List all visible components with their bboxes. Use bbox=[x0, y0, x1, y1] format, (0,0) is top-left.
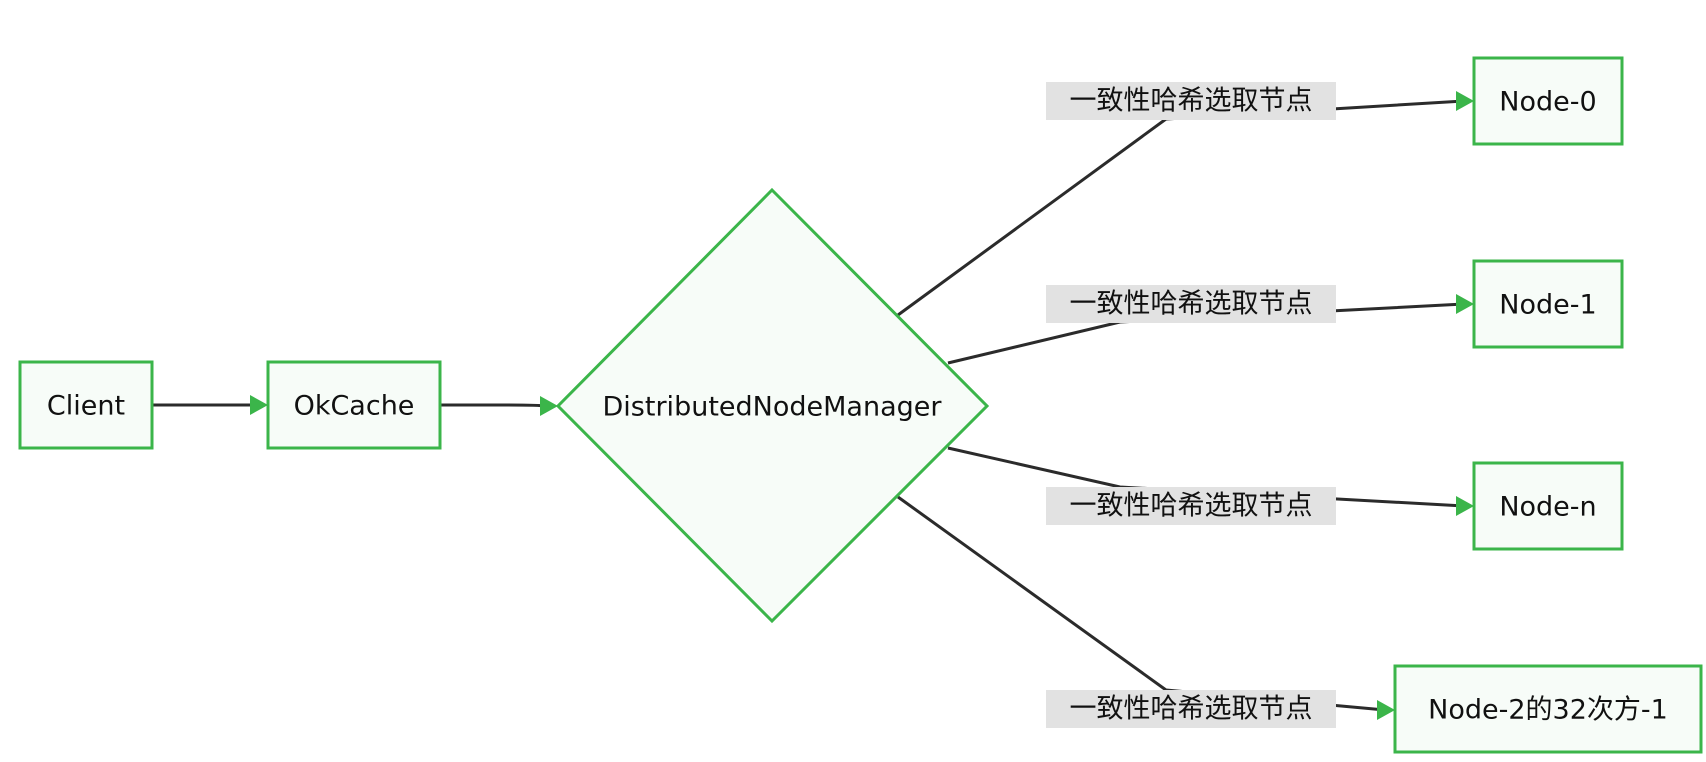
node-n[interactable] bbox=[1472, 461, 1624, 551]
arrowhead-node1 bbox=[1456, 294, 1474, 314]
edge-okcache-manager bbox=[440, 403, 546, 408]
arrowhead-noden bbox=[1456, 496, 1474, 516]
nodes: Client OkCache DistributedNodeManager No… bbox=[18, 56, 1703, 754]
node-1[interactable] bbox=[1472, 259, 1624, 349]
edge-label-node0: 一致性哈希选取节点 bbox=[1070, 86, 1313, 117]
edge-manager-node0 bbox=[897, 99, 1465, 317]
node-n-label: Node-n bbox=[1499, 492, 1596, 523]
edge-label-nodelast: 一致性哈希选取节点 bbox=[1070, 694, 1313, 725]
node-last[interactable] bbox=[1393, 664, 1703, 754]
edge-manager-nodelast bbox=[897, 495, 1386, 712]
node-1-label: Node-1 bbox=[1499, 290, 1596, 321]
node-0[interactable] bbox=[1472, 56, 1624, 146]
edge-label-bg-node1 bbox=[1046, 285, 1336, 323]
manager-decision-node[interactable] bbox=[555, 187, 990, 624]
edge-labels: 一致性哈希选取节点 一致性哈希选取节点 一致性哈希选取节点 一致性哈希选取节点 bbox=[1046, 82, 1336, 728]
client-label: Client bbox=[47, 391, 125, 422]
okcache-label: OkCache bbox=[294, 391, 415, 422]
arrowhead-node0 bbox=[1456, 91, 1474, 111]
arrowhead-nodelast bbox=[1377, 700, 1395, 720]
edge-label-noden: 一致性哈希选取节点 bbox=[1070, 491, 1313, 522]
edge-label-bg-node0 bbox=[1046, 82, 1336, 120]
edge-label-bg-noden bbox=[1046, 487, 1336, 525]
arrowhead-manager bbox=[540, 396, 558, 416]
edge-label-node1: 一致性哈希选取节点 bbox=[1070, 289, 1313, 320]
arrowhead-okcache bbox=[250, 395, 268, 415]
node-0-label: Node-0 bbox=[1499, 87, 1596, 118]
client-node[interactable] bbox=[18, 360, 154, 450]
manager-label: DistributedNodeManager bbox=[603, 392, 943, 423]
okcache-node[interactable] bbox=[266, 360, 442, 450]
edge-label-bg-nodelast bbox=[1046, 690, 1336, 728]
node-last-label: Node-2的32次方-1 bbox=[1428, 695, 1668, 726]
